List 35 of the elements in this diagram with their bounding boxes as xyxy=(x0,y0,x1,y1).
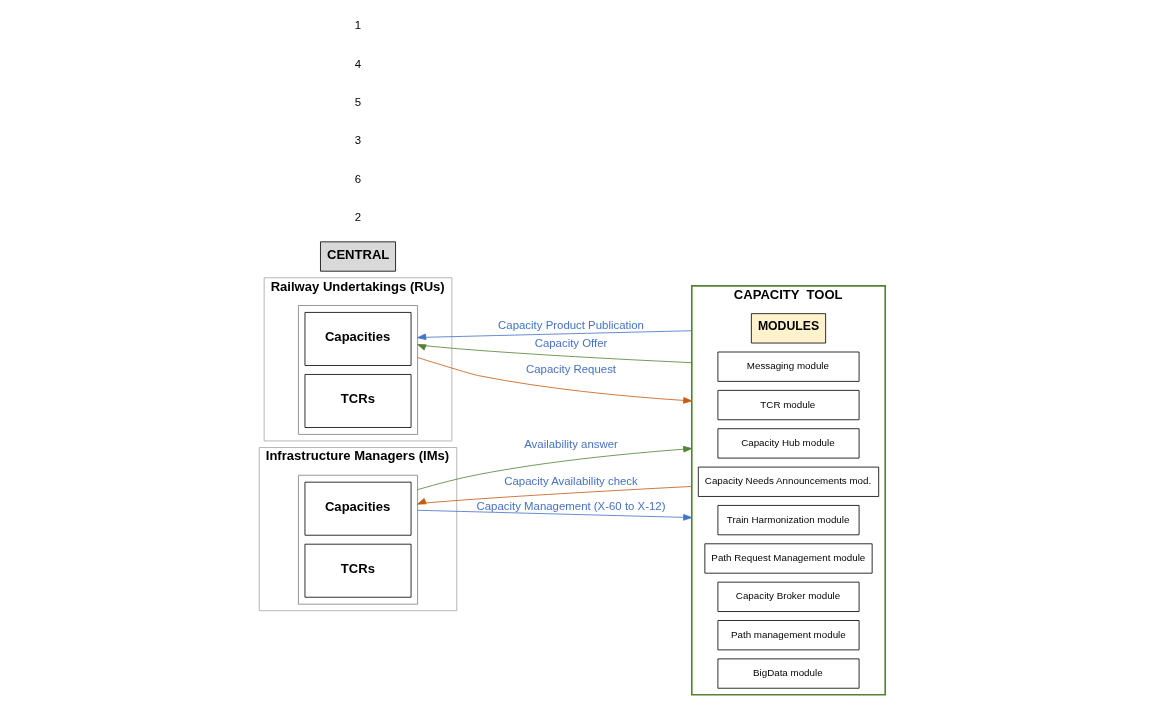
label: 1 xyxy=(354,19,361,32)
node-box: Messaging module xyxy=(717,351,859,382)
label: 6 xyxy=(354,172,361,185)
node-box: Train Harmonization module xyxy=(717,505,859,536)
arrow xyxy=(416,486,692,505)
node-box: Capacity Hub module xyxy=(717,428,859,459)
node-box: Capacities xyxy=(304,481,411,536)
label: 4 xyxy=(354,57,361,70)
edge-label: Capacity Management (X-60 to X-12) xyxy=(476,499,665,512)
node-box: Capacity Broker module xyxy=(717,581,859,612)
edge-label: Capacity Request xyxy=(525,362,616,375)
arrow xyxy=(416,509,692,521)
arrow xyxy=(416,445,692,491)
node-box: Capacity Needs Announcements mod. xyxy=(697,466,879,497)
arrow xyxy=(416,330,692,341)
node-box: MODULES xyxy=(750,313,826,344)
edge-label: Capacity Availability check xyxy=(503,475,638,488)
node-box: TCRs xyxy=(304,374,411,428)
label: 3 xyxy=(354,134,361,147)
node-box: TCR module xyxy=(717,389,859,421)
edge-label: Capacity Offer xyxy=(534,337,607,350)
label: 2 xyxy=(354,211,361,224)
edge-label: Capacity Product Publication xyxy=(497,318,644,331)
edge-label: Availability answer xyxy=(523,438,618,451)
label: 5 xyxy=(354,96,361,109)
node-box: CENTRAL xyxy=(319,241,396,272)
node-box: Capacities xyxy=(304,312,411,366)
cluster xyxy=(297,474,418,605)
cluster xyxy=(297,305,418,435)
node-box: BigData module xyxy=(717,658,859,689)
arrow xyxy=(416,344,692,364)
node-box: TCRs xyxy=(304,543,411,598)
node-box: Path Request Management module xyxy=(703,543,873,574)
node-box: Path management module xyxy=(717,620,859,651)
arrow xyxy=(416,357,692,404)
